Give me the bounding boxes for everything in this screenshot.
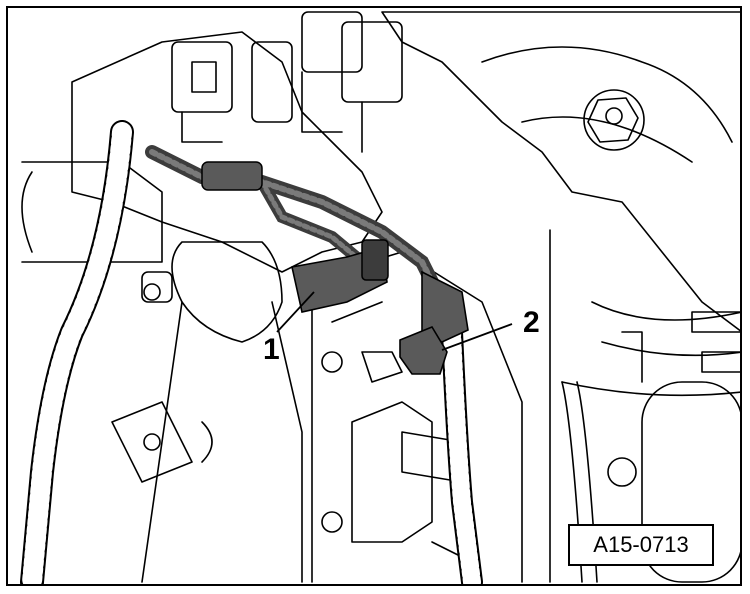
figure-id-label: A15-0713 <box>568 524 714 566</box>
callout-1: 1 <box>263 333 280 366</box>
upper-connectors <box>171 11 403 153</box>
intake-body <box>111 241 303 583</box>
corrugated-tube-right <box>441 321 483 584</box>
corrugated-tube-left <box>20 120 134 584</box>
leader-line-2 <box>441 323 513 351</box>
connector-2-body <box>399 270 469 375</box>
upper-right-panel <box>381 11 740 332</box>
callout-2: 2 <box>523 306 540 339</box>
right-side-device <box>607 311 740 583</box>
mounting-bolt <box>583 89 645 151</box>
connector-1-body <box>291 239 389 313</box>
engine-bay-illustration <box>20 11 740 584</box>
harness-clip <box>201 161 263 191</box>
diagram-frame: 1 2 <box>6 6 742 586</box>
leader-line-1 <box>276 291 315 333</box>
